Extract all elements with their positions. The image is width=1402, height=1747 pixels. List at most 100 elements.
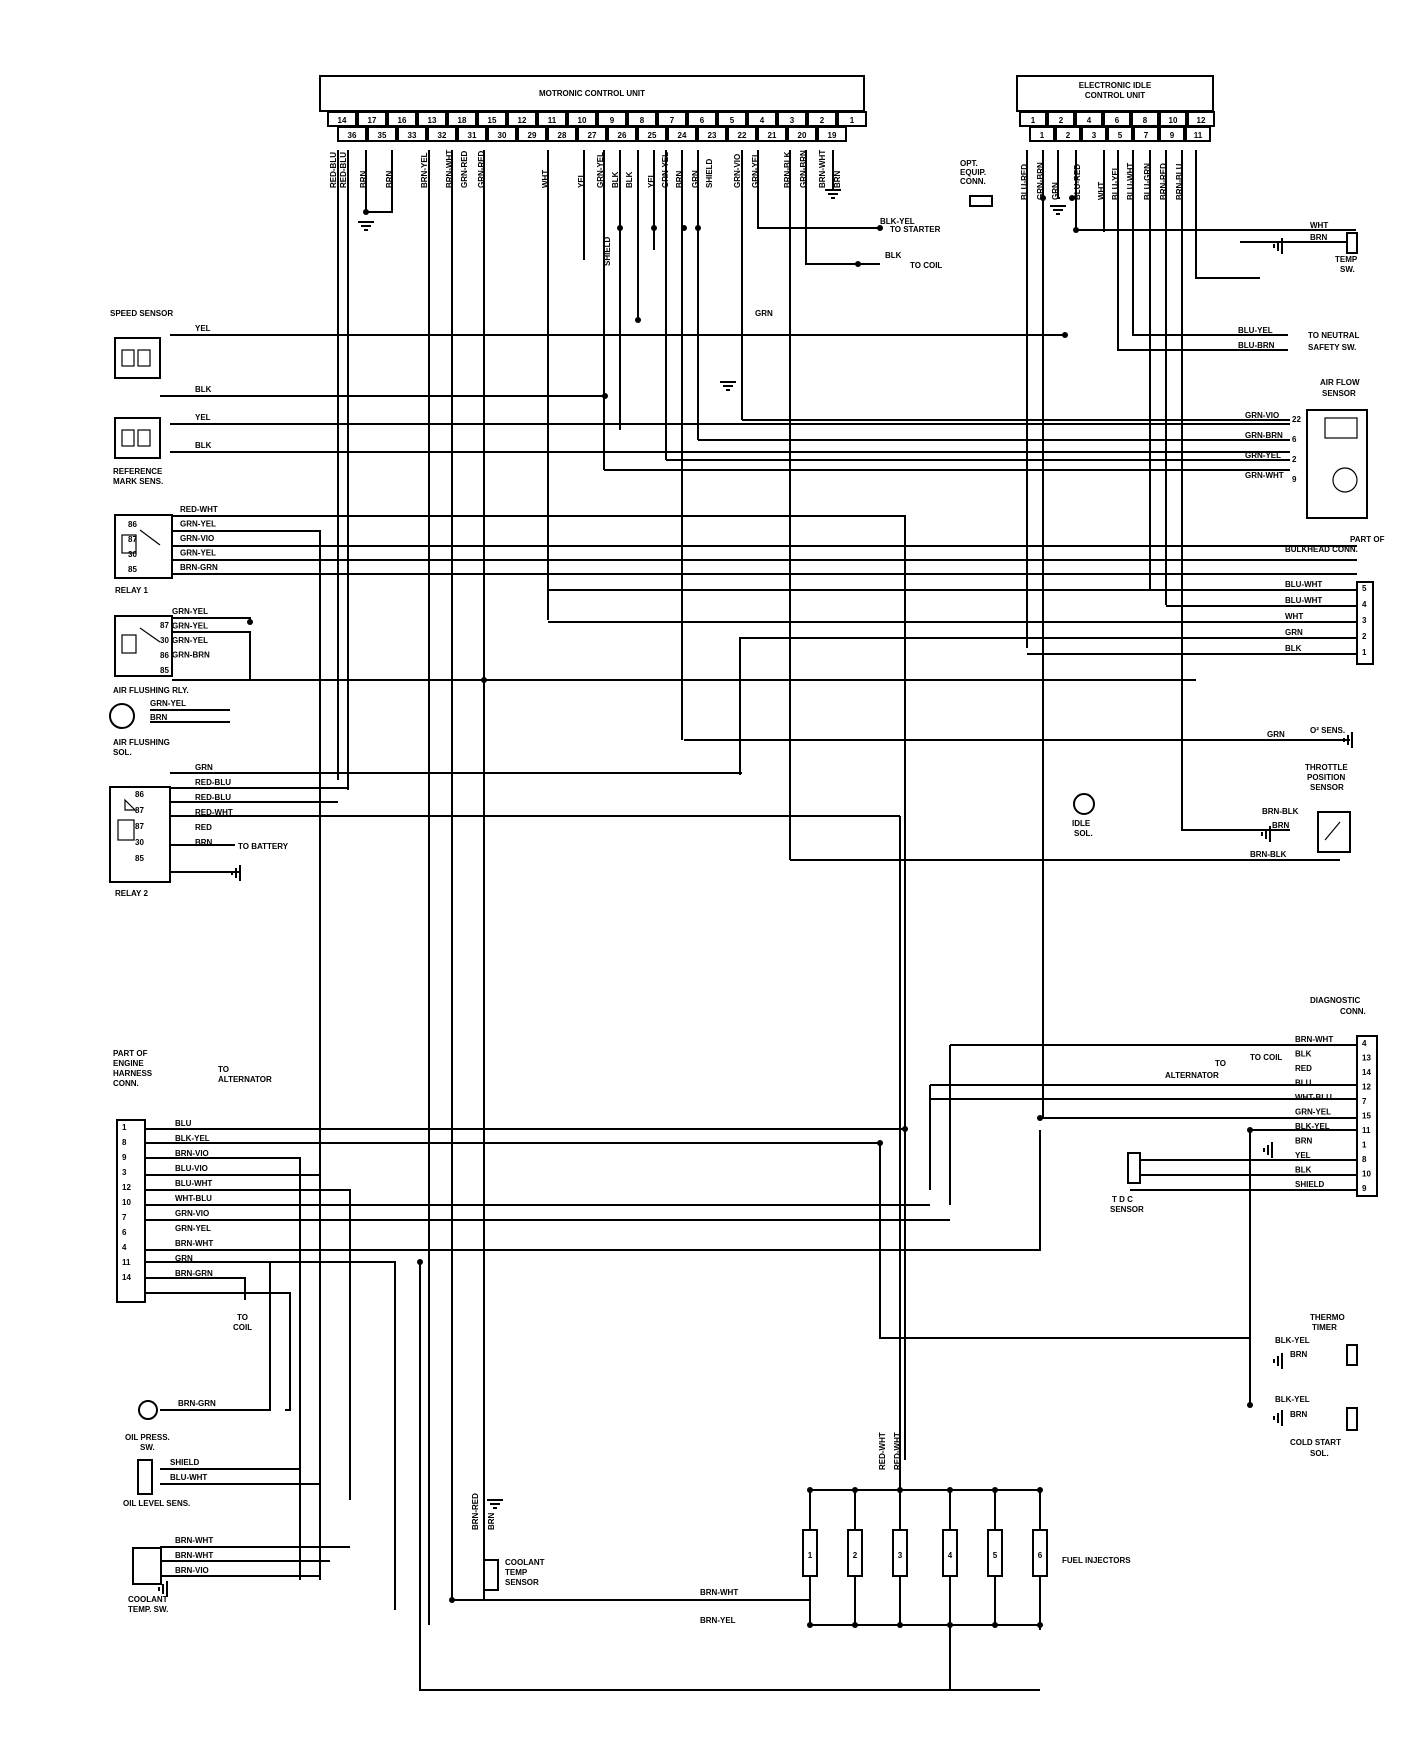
relay-1-wire-label: GRN-VIO: [180, 534, 214, 543]
diag-pin-number: 11: [1362, 1126, 1371, 1135]
junction-dot: [1037, 1115, 1043, 1121]
diag-wire-label: BLK: [1295, 1050, 1312, 1059]
engine-pin-number: 10: [122, 1198, 131, 1207]
thermo-label-2: TIMER: [1312, 1323, 1337, 1332]
air-flow-pin-number: 22: [1292, 415, 1301, 424]
relay-1-wire-label: GRN-YEL: [180, 520, 216, 529]
engine-wire-label: BLU-WHT: [175, 1179, 212, 1188]
engine-pin-number: 3: [122, 1168, 127, 1177]
fuel-injectors-label: FUEL INJECTORS: [1062, 1556, 1131, 1565]
opt-equip-line3: CONN.: [960, 177, 986, 186]
engine-pin-number: 7: [122, 1213, 127, 1222]
ecu-bottom-pin-box: [757, 126, 787, 142]
air-flush-pin-label: 30: [160, 636, 169, 645]
bulkhead-label-1: PART OF: [1350, 535, 1385, 544]
junction-dot: [1073, 227, 1079, 233]
tps-label-3: SENSOR: [1310, 783, 1344, 792]
ecu-bottom-pin-box: [337, 126, 367, 142]
junction-dot: [635, 317, 641, 323]
engine-harness-wire-labels: BLU1BLK-YEL8BRN-VIO9BLU-VIO3BLU-WHT12WHT…: [122, 1119, 213, 1282]
relay-2: [109, 786, 171, 883]
coolant-sensor-wire-1: BRN-RED: [471, 1493, 480, 1530]
ecu-bottom-pin-number: 28: [558, 131, 567, 140]
ecu-bottom-pin-box: [517, 126, 547, 142]
idle-top-pin-number: 8: [1143, 116, 1148, 125]
ecu-bottom-pin-number: 35: [378, 131, 387, 140]
engine-wire-label: BRN-VIO: [175, 1149, 209, 1158]
ecu-bottom-pin-number: 32: [438, 131, 447, 140]
thermo-label-1: THERMO: [1310, 1313, 1345, 1322]
air-flush-pin-label: 85: [160, 666, 169, 675]
tdc-label-1: T D C: [1112, 1195, 1133, 1204]
cold-start-wire-1: BLK-YEL: [1275, 1395, 1310, 1404]
idle-bottom-pin-number: 1: [1040, 131, 1045, 140]
junction-dot: [855, 261, 861, 267]
injector-number: 1: [808, 1551, 813, 1560]
coolant-sw-wire-3: BRN-VIO: [175, 1566, 209, 1575]
idle-bottom-pin-number: 5: [1118, 131, 1123, 140]
bottom-wire-2: BRN-YEL: [700, 1616, 736, 1625]
diag-wire-label: BRN-WHT: [1295, 1035, 1333, 1044]
ecu-wire-label: GRN-YEL: [596, 152, 605, 188]
diag-wire-label: BLK: [1295, 1166, 1312, 1175]
air-flush-wire-label: GRN-YEL: [172, 636, 208, 645]
injector-wire-1: RED-WHT: [878, 1432, 887, 1470]
ref-wire-yel: YEL: [195, 413, 211, 422]
idle-bottom-pin-number: 7: [1144, 131, 1149, 140]
throttle-position-sensor: [1317, 811, 1351, 853]
ground-icon: [1273, 1353, 1283, 1369]
ground-icon: [1050, 205, 1066, 215]
idle-top-pin-number: 6: [1115, 116, 1120, 125]
coolant-sw-wire-1: BRN-WHT: [175, 1536, 213, 1545]
temp-switch: [1346, 232, 1358, 254]
air-flow-pin-number: 2: [1292, 455, 1297, 464]
speed-sensor: [114, 337, 161, 379]
ecu-bottom-pin-box: [397, 126, 427, 142]
junction-dot: [247, 619, 253, 625]
ecu-wire-label: GRN-YEL: [751, 152, 760, 188]
air-flow-wire-label: GRN-WHT: [1245, 471, 1284, 480]
ecu-bottom-pin-number: 29: [528, 131, 537, 140]
ecu-wire-label: RED-BLU: [329, 152, 338, 188]
air-flush-sol-label-2: SOL.: [113, 748, 132, 757]
air-flow-sensor: [1306, 409, 1368, 519]
temp-sw-wire-wht: WHT: [1310, 221, 1328, 230]
neutral-label-2: SAFETY SW.: [1308, 343, 1356, 352]
diag-pin-number: 15: [1362, 1112, 1371, 1121]
air-flush-rly-label: AIR FLUSHING RLY.: [113, 686, 189, 695]
ecu-wire-label: BLK: [625, 171, 634, 188]
wire-harness: [145, 150, 1360, 1691]
neutral-label-1: TO NEUTRAL: [1308, 331, 1360, 340]
coolant-temp-switch: [132, 1547, 162, 1585]
ecu-top-pin-number: 15: [488, 116, 497, 125]
tps-label-1: THROTTLE: [1305, 763, 1348, 772]
idle-bottom-pin-number: 11: [1194, 131, 1203, 140]
ecu-top-pin-number: 8: [640, 116, 645, 125]
ecu-top-pin-box: [837, 111, 867, 127]
ecu-bottom-pin-number: 27: [588, 131, 597, 140]
ground-icon: [487, 1499, 503, 1509]
cold-start-label-2: SOL.: [1310, 1449, 1329, 1458]
engine-pin-number: 4: [122, 1243, 127, 1252]
engine-wire-label: BRN-WHT: [175, 1239, 213, 1248]
ecu-bottom-pin-box: [427, 126, 457, 142]
engine-wire-label: BLU-VIO: [175, 1164, 208, 1173]
shield-label: SHIELD: [603, 236, 612, 266]
ecu-top-pin-number: 12: [518, 116, 527, 125]
ecu-bottom-pin-number: 31: [468, 131, 477, 140]
ground-icon: [1263, 1142, 1273, 1158]
junction-dot: [852, 1487, 858, 1493]
ground-icon: [1343, 732, 1353, 748]
ecu-wire-label: GRN-RED: [460, 150, 469, 188]
oil-press-label-1: OIL PRESS.: [125, 1433, 170, 1442]
junction-dot: [449, 1597, 455, 1603]
diag-pin-number: 12: [1362, 1083, 1371, 1092]
ecu-bottom-pin-box: [547, 126, 577, 142]
relay-1-wire-label: GRN-YEL: [180, 549, 216, 558]
junction-dot: [481, 677, 487, 683]
diag-wire-label: SHIELD: [1295, 1180, 1325, 1189]
thermo-wire-2: BRN: [1290, 1350, 1308, 1359]
